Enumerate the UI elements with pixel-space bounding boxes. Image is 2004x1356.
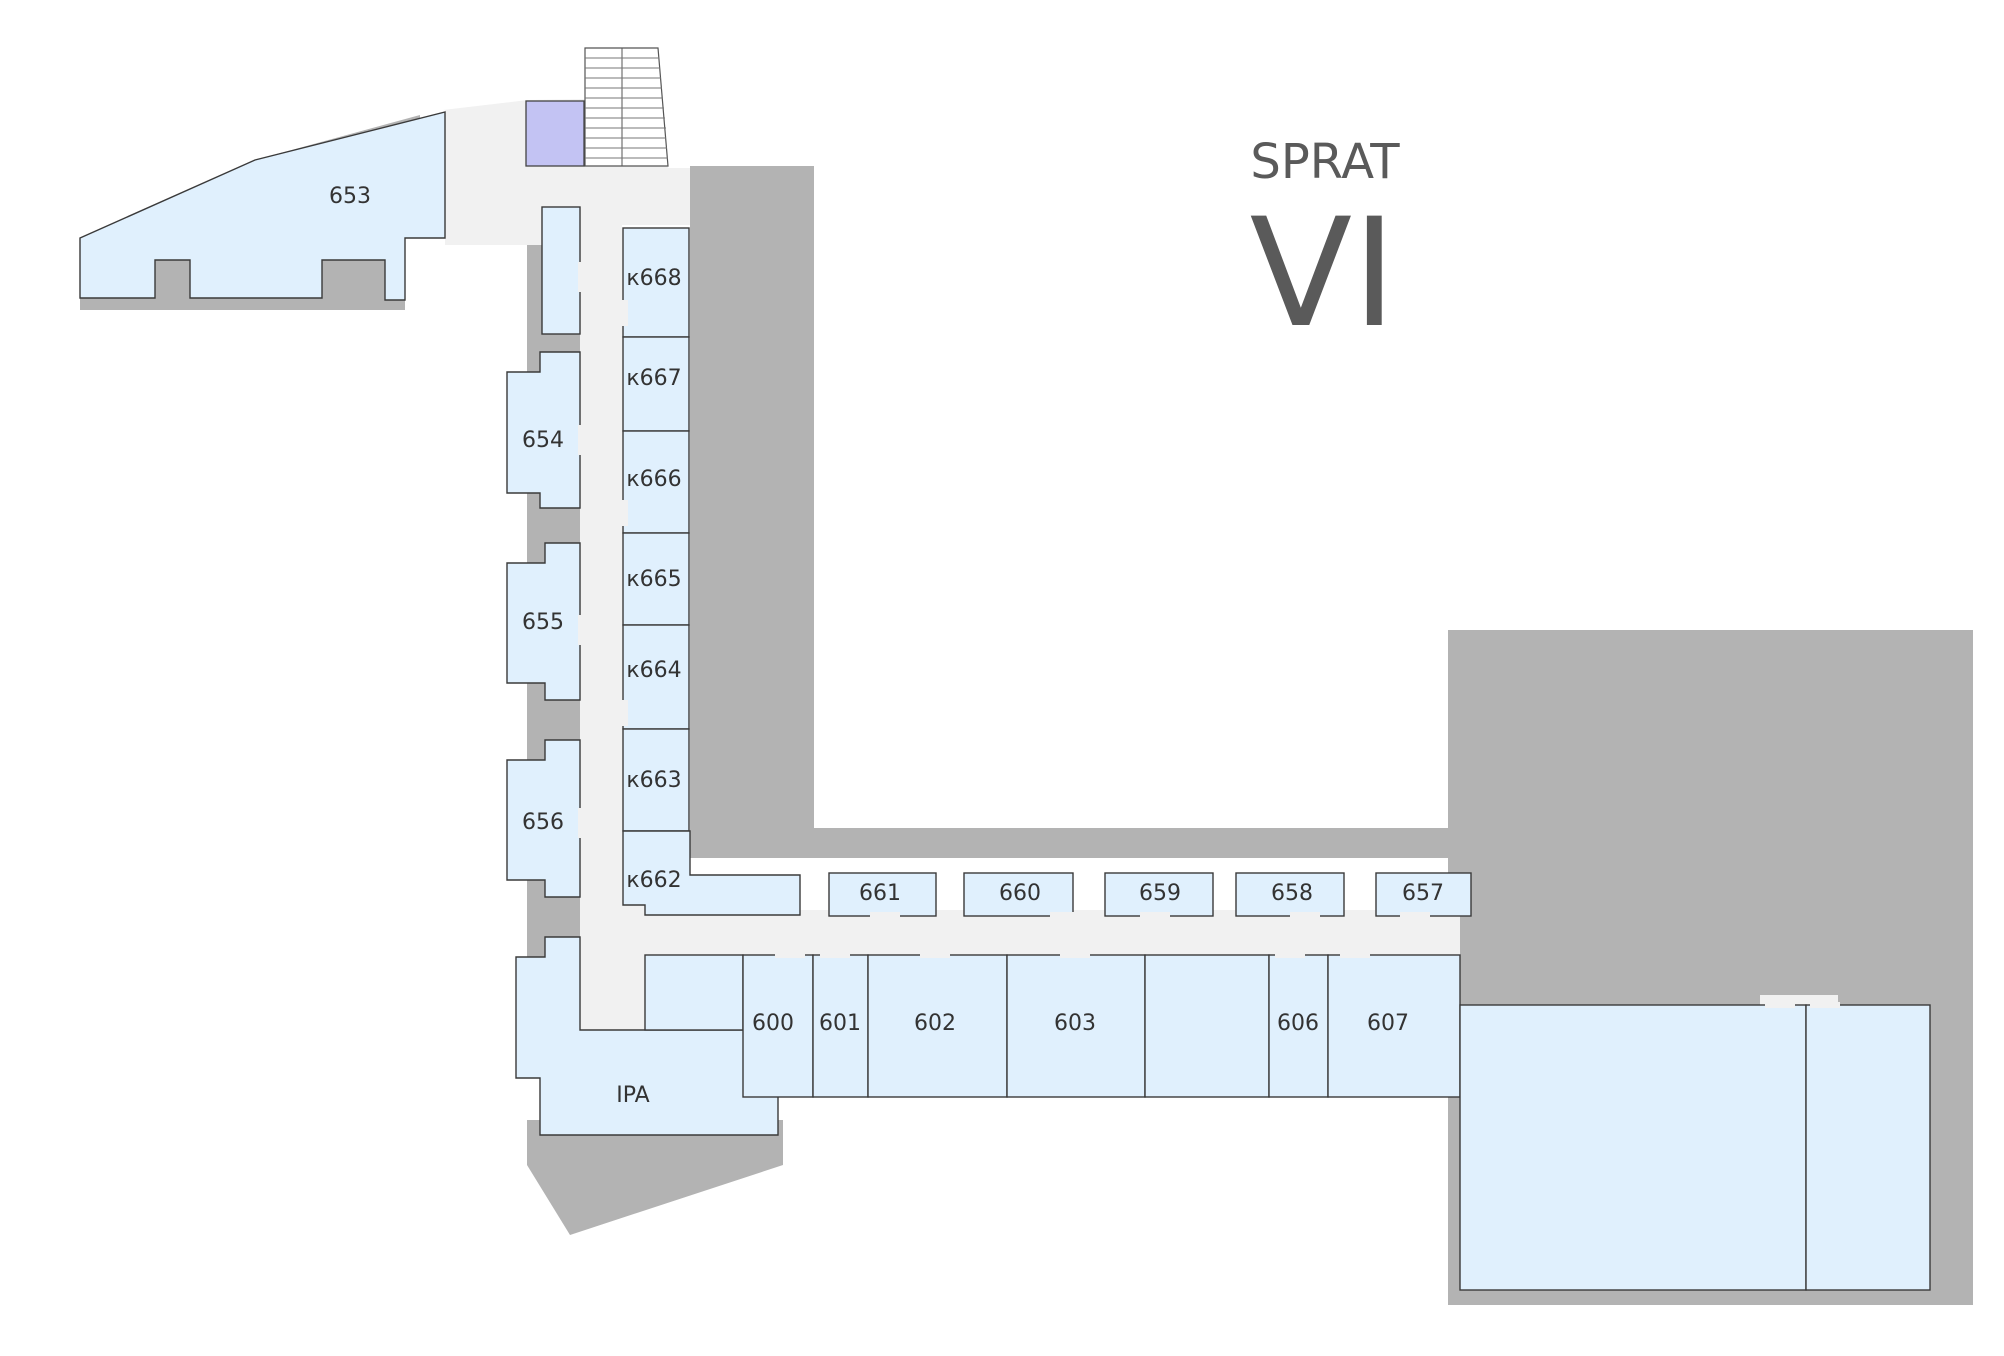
room-k662[interactable] [622, 830, 801, 916]
room-601[interactable] [812, 954, 869, 1098]
room-label-603: 603 [1054, 1011, 1096, 1036]
room-602[interactable] [867, 954, 1008, 1098]
room-label-k668: к668 [626, 266, 681, 291]
room-small-upper[interactable] [541, 206, 581, 335]
room-label-654: 654 [522, 428, 564, 453]
room-ipa[interactable] [515, 936, 779, 1136]
room-607[interactable] [1327, 954, 1461, 1098]
room-657[interactable] [1375, 872, 1472, 917]
room-label-661: 661 [859, 881, 901, 906]
room-k664[interactable] [622, 624, 690, 730]
room-k663[interactable] [622, 728, 690, 832]
room-label-653: 653 [329, 184, 371, 209]
elevator-room [525, 100, 585, 167]
room-label-606: 606 [1277, 1011, 1319, 1036]
room-label-k664: к664 [626, 658, 681, 683]
hall-side[interactable] [1805, 1004, 1931, 1291]
room-k665[interactable] [622, 532, 690, 626]
room-labels: 653 654 655 656 к668 к667 к666 к665 к664… [329, 184, 1444, 1108]
room-label-655: 655 [522, 610, 564, 635]
room-label-602: 602 [914, 1011, 956, 1036]
room-label-k665: к665 [626, 567, 681, 592]
hall-large[interactable] [1459, 1004, 1807, 1291]
room-655[interactable] [506, 542, 581, 701]
door-marks [578, 262, 1840, 1008]
room-label-600: 600 [752, 1011, 794, 1036]
room-label-k663: к663 [626, 768, 681, 793]
room-658[interactable] [1235, 872, 1345, 917]
room-653[interactable] [79, 111, 446, 301]
room-label-660: 660 [999, 881, 1041, 906]
room-storage-left[interactable] [644, 954, 744, 1031]
room-label-657: 657 [1402, 881, 1444, 906]
floor-title-number: VI [1250, 187, 1397, 361]
room-600[interactable] [742, 954, 814, 1098]
room-654[interactable] [506, 351, 581, 509]
room-label-607: 607 [1367, 1011, 1409, 1036]
room-label-658: 658 [1271, 881, 1313, 906]
room-label-656: 656 [522, 810, 564, 835]
corridor [443, 98, 1838, 1035]
room-k668[interactable] [622, 227, 690, 338]
room-660[interactable] [963, 872, 1074, 917]
room-656[interactable] [506, 739, 581, 898]
room-label-ipa: IPA [616, 1083, 649, 1108]
room-label-659: 659 [1139, 881, 1181, 906]
room-k666[interactable] [622, 430, 690, 534]
room-661[interactable] [828, 872, 937, 917]
room-604[interactable] [1144, 954, 1270, 1098]
room-659[interactable] [1104, 872, 1214, 917]
room-label-k666: к666 [626, 467, 681, 492]
room-603[interactable] [1006, 954, 1146, 1098]
room-label-k662: к662 [626, 868, 681, 893]
room-label-k667: к667 [626, 366, 681, 391]
floor-title-word: SPRAT [1250, 134, 1400, 190]
room-label-601: 601 [819, 1011, 861, 1036]
stairs-icon [584, 47, 669, 167]
